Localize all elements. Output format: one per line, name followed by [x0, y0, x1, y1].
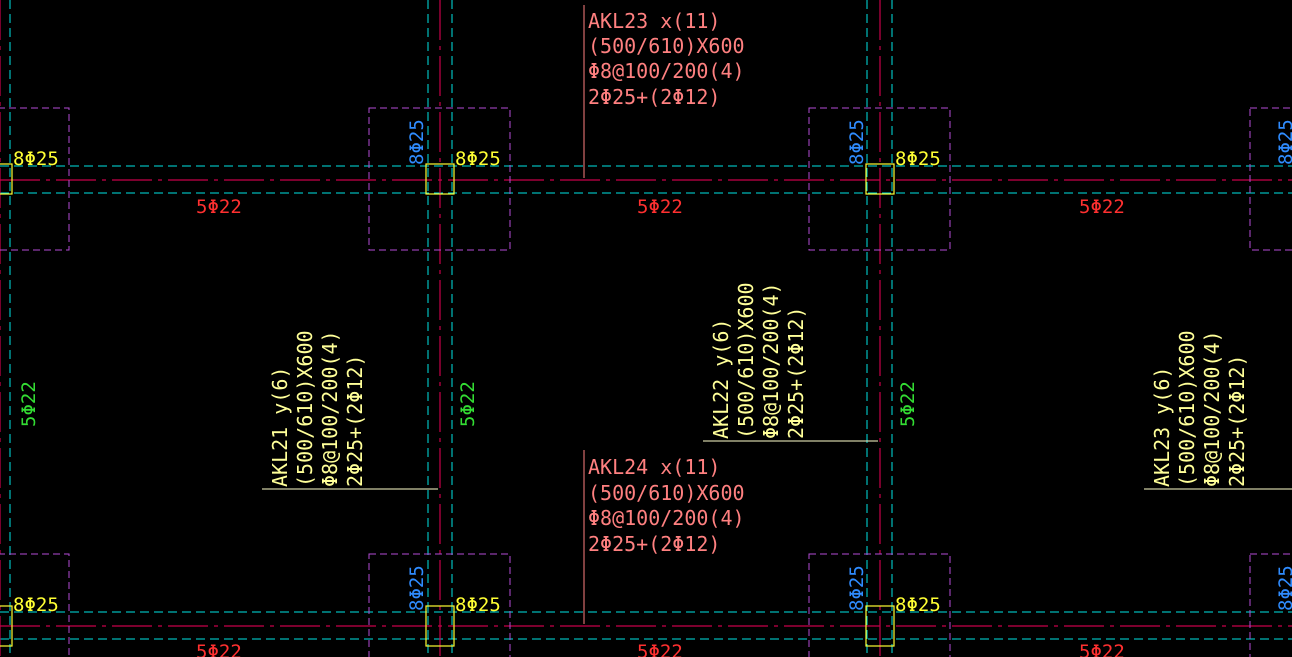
column-section [865, 163, 895, 195]
beam-code-label: AKL22 y(6) [709, 319, 733, 439]
beam-top-bars-label: 2Φ25+(2Φ12) [588, 532, 720, 556]
beam-top-bars-label: 2Φ25+(2Φ12) [343, 355, 367, 487]
column-main-rebar-label[interactable]: 8Φ25 [13, 148, 59, 170]
column-side-rebar-label[interactable]: 8Φ25 [846, 119, 868, 165]
column-main-rebar-label[interactable]: 8Φ25 [895, 594, 941, 616]
column-side-rebar-label[interactable]: 8Φ25 [1275, 565, 1292, 611]
column-outline [808, 553, 951, 657]
column-side-rebar-label[interactable]: 8Φ25 [406, 565, 428, 611]
beam-section-label: (500/610)X600 [588, 481, 745, 505]
column-outline [0, 553, 70, 657]
column-outline [1249, 553, 1292, 657]
beam-annotation-akl22y[interactable]: AKL22 y(6) (500/610)X600 Φ8@100/200(4) 2… [709, 282, 808, 439]
beam-top-bars-label: 2Φ25+(2Φ12) [1225, 355, 1249, 487]
beam-code-label: AKL21 y(6) [268, 367, 292, 487]
beam-code-label: AKL23 y(6) [1150, 367, 1174, 487]
column-rebar-labels: 8Φ25 8Φ25 8Φ25 8Φ25 8Φ25 8Φ25 [13, 148, 941, 616]
beam-bottom-bar-label[interactable]: 5Φ22 [897, 381, 919, 427]
beam-section-label: (500/610)X600 [293, 330, 317, 487]
beam-bottom-bar-label[interactable]: 5Φ22 [196, 196, 242, 218]
beam-annotation-akl23y[interactable]: AKL23 y(6) (500/610)X600 Φ8@100/200(4) 2… [1150, 330, 1249, 487]
beam-stirrup-label: Φ8@100/200(4) [318, 330, 342, 487]
beam-bottom-bar-labels: 5Φ22 5Φ22 5Φ22 5Φ22 5Φ22 5Φ22 [196, 196, 1125, 657]
beam-bottom-bar-label[interactable]: 5Φ22 [637, 641, 683, 657]
beam-bottom-bar-label[interactable]: 5Φ22 [1079, 196, 1125, 218]
vertical-beam-bottom-bar-labels: 5Φ22 5Φ22 5Φ22 [18, 381, 919, 427]
beam-section-label: (500/610)X600 [734, 282, 758, 439]
beam-stirrup-label: Φ8@100/200(4) [1200, 330, 1224, 487]
column-side-rebar-label[interactable]: 8Φ25 [406, 119, 428, 165]
beam-bottom-bar-label[interactable]: 5Φ22 [637, 196, 683, 218]
beam-stirrup-label: Φ8@100/200(4) [588, 59, 745, 83]
column-sections [0, 163, 895, 647]
column-section [425, 163, 455, 195]
column-section [425, 605, 455, 647]
beam-top-bars-label: 2Φ25+(2Φ12) [784, 307, 808, 439]
beam-stirrup-label: Φ8@100/200(4) [588, 506, 745, 530]
column-main-rebar-label[interactable]: 8Φ25 [895, 148, 941, 170]
column-outline [368, 107, 511, 251]
beam-annotation-akl23x[interactable]: AKL23 x(11) (500/610)X600 Φ8@100/200(4) … [588, 9, 745, 109]
beam-stirrup-label: Φ8@100/200(4) [759, 282, 783, 439]
beam-bottom-bar-label[interactable]: 5Φ22 [18, 381, 40, 427]
beam-top-bars-label: 2Φ25+(2Φ12) [588, 85, 720, 109]
leader-lines [262, 5, 1292, 624]
column-main-rebar-label[interactable]: 8Φ25 [13, 594, 59, 616]
beam-bottom-bar-label[interactable]: 5Φ22 [196, 641, 242, 657]
column-outline [1249, 107, 1292, 251]
beam-code-label: AKL24 x(11) [588, 455, 720, 479]
beam-bottom-bar-label[interactable]: 5Φ22 [457, 381, 479, 427]
beam-annotation-akl24x[interactable]: AKL24 x(11) (500/610)X600 Φ8@100/200(4) … [588, 455, 745, 556]
column-main-rebar-label[interactable]: 8Φ25 [455, 148, 501, 170]
beam-section-label: (500/610)X600 [588, 34, 745, 58]
column-side-rebar-labels: 8Φ25 8Φ25 8Φ25 8Φ25 8Φ25 8Φ25 [406, 119, 1292, 611]
beam-code-label: AKL23 x(11) [588, 9, 720, 33]
column-section [0, 605, 13, 647]
column-section [865, 605, 895, 647]
column-section [0, 163, 13, 195]
column-outline [808, 107, 951, 251]
column-outline [368, 553, 511, 657]
beam-bottom-bar-label[interactable]: 5Φ22 [1079, 641, 1125, 657]
column-outline [0, 107, 70, 251]
column-side-rebar-label[interactable]: 8Φ25 [1275, 119, 1292, 165]
column-side-rebar-label[interactable]: 8Φ25 [846, 565, 868, 611]
beam-annotation-akl21y[interactable]: AKL21 y(6) (500/610)X600 Φ8@100/200(4) 2… [268, 330, 367, 487]
column-main-rebar-label[interactable]: 8Φ25 [455, 594, 501, 616]
column-outline-boxes [0, 107, 1292, 657]
beam-section-label: (500/610)X600 [1175, 330, 1199, 487]
